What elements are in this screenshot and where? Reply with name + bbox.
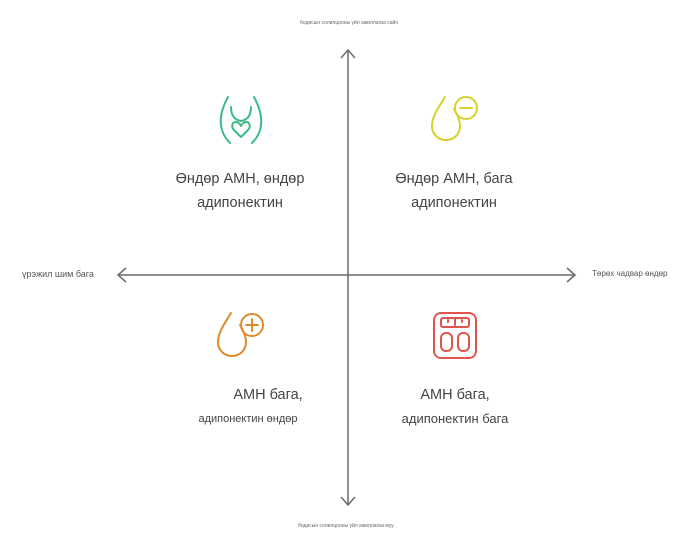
bottom-arrowhead bbox=[340, 496, 356, 507]
drop-minus-icon bbox=[431, 96, 478, 141]
scale-icon bbox=[433, 312, 477, 359]
quadrant-top-right-line1: Өндөр АМН, бага bbox=[395, 171, 513, 187]
quadrant-top-right-line2: адипонектин bbox=[411, 195, 497, 211]
axis-label-right: Төрөх чадвар өндөр bbox=[592, 269, 668, 278]
drop-plus-icon bbox=[217, 312, 264, 357]
womb-heart-icon bbox=[219, 96, 263, 144]
quadrant-top-left-label: Өндөр АМН, өндөр адипонектин bbox=[150, 167, 330, 215]
axis-label-bottom: бодисын солилцооны үйл ажиллагаа муу bbox=[298, 523, 394, 529]
axis-label-top: бодисын солилцооны үйл ажиллагаа сайн bbox=[300, 20, 399, 26]
right-arrowhead bbox=[566, 267, 577, 283]
quadrant-bottom-right-line2: адипонектин бага bbox=[401, 411, 509, 426]
left-arrowhead bbox=[116, 267, 127, 283]
quadrant-top-right-label: Өндөр АМН, бага адипонектин bbox=[364, 167, 544, 215]
quadrant-bottom-left-line1: АМН бага, bbox=[233, 387, 303, 403]
top-arrowhead bbox=[340, 48, 356, 59]
quadrant-bottom-right-label: АМН бага, адипонектин бага bbox=[385, 383, 525, 431]
axis-label-left: үрэжил шим бага bbox=[22, 269, 94, 279]
quadrant-bottom-left-label: АМН бага, адипонектин өндөр bbox=[178, 383, 318, 431]
quadrant-top-left-line1: Өндөр АМН, өндөр bbox=[175, 171, 305, 187]
quadrant-bottom-left-line2: адипонектин өндөр bbox=[198, 413, 298, 425]
quadrant-top-left-line2: адипонектин bbox=[197, 195, 283, 211]
quadrant-bottom-right-line1: АМН бага, bbox=[420, 387, 490, 403]
